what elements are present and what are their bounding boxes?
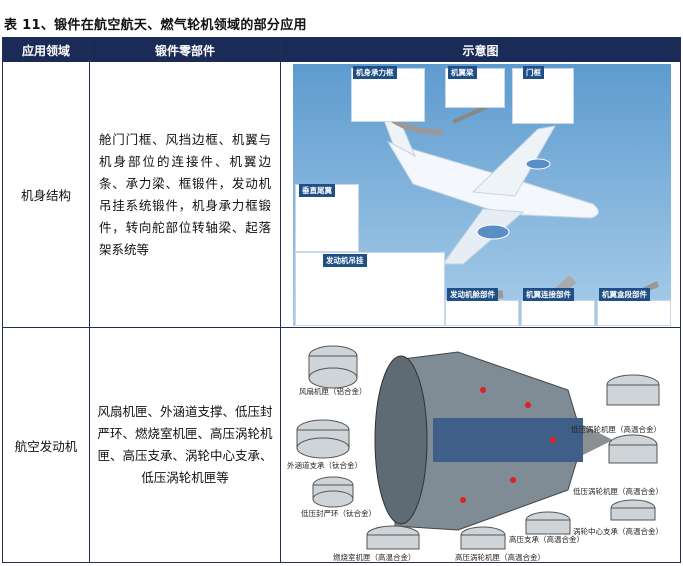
engine-figure: 风扇机匣（铝合金） 外涵道支承（钛合金） 低压封严环（钛合金） 燃烧室机匣（高温…: [283, 330, 679, 562]
label-hp-support: 高压支承（高温合金）: [509, 535, 584, 544]
table-row: 航空发动机: [3, 328, 89, 562]
parts-cell: 风扇机匣、外涵道支撑、低压封严环、燃烧室机匣、高压涡轮机匣、高压支承、涡轮中心支…: [90, 328, 280, 562]
table-row: 机身结构: [3, 62, 89, 327]
label-nacelle: 发动机舱部件: [447, 288, 498, 301]
parts-aero-engine: 风扇机匣、外涵道支撑、低压封严环、燃烧室机匣、高压涡轮机匣、高压支承、涡轮中心支…: [97, 404, 273, 485]
engine-pylon-image: [295, 252, 445, 326]
table-title: 表 11、锻件在航空航天、燃气轮机领域的部分应用: [4, 18, 307, 33]
wing-box-image: [597, 300, 671, 326]
wing-joint-image: [521, 300, 595, 326]
label-wing-beam: 机翼梁: [448, 66, 477, 79]
area-aero-engine: 航空发动机: [14, 438, 78, 454]
column-divider: [280, 38, 281, 562]
parts-cell: 舱门门框、风挡边框、机翼与机身部位的连接件、机翼边条、承力梁、框锻件，发动机吊挂…: [90, 62, 280, 327]
nacelle-image: [445, 300, 519, 326]
label-vertical-tail: 垂直尾翼: [299, 184, 335, 197]
column-divider: [89, 38, 90, 562]
engine-illustration: [283, 330, 679, 562]
label-fuselage-frame: 机身承力框: [353, 66, 397, 79]
airframe-figure: 机身承力框 机翼梁 门框 垂直尾翼 发动机吊挂 发动机舱部件 机翼连接部件 机翼…: [293, 64, 671, 326]
header-parts: 锻件零部件: [90, 38, 280, 62]
label-lp-turbine-case-1: 低压涡轮机匣（高温合金）: [571, 425, 661, 434]
parts-airframe: 舱门门框、风挡边框、机翼与机身部位的连接件、机翼边条、承力梁、框锻件，发动机吊挂…: [99, 131, 271, 257]
label-lp-seal: 低压封严环（钛合金）: [301, 509, 376, 518]
label-door-frame: 门框: [523, 66, 544, 79]
label-wing-box: 机翼盒段部件: [599, 288, 650, 301]
label-lp-turbine-case-2: 低压涡轮机匣（高温合金）: [573, 487, 663, 496]
forging-table: 应用领域 锻件零部件 示意图 机身结构 舱门门框、风挡边框、机翼与机身部位的连接…: [2, 37, 681, 563]
label-bypass-support: 外涵道支承（钛合金）: [287, 461, 362, 470]
label-combustor-case: 燃烧室机匣（高温合金）: [333, 553, 416, 562]
label-engine-pylon: 发动机吊挂: [323, 254, 367, 267]
label-turbine-center: 涡轮中心支承（高温合金）: [573, 527, 663, 536]
header-figure: 示意图: [281, 38, 680, 62]
header-area: 应用领域: [3, 38, 89, 62]
area-airframe: 机身结构: [20, 188, 71, 203]
label-wing-joint: 机翼连接部件: [523, 288, 574, 301]
label-hp-turbine-case: 高压涡轮机匣（高温合金）: [455, 553, 545, 562]
row-divider: [3, 327, 680, 328]
label-fan-case: 风扇机匣（铝合金）: [299, 387, 367, 396]
